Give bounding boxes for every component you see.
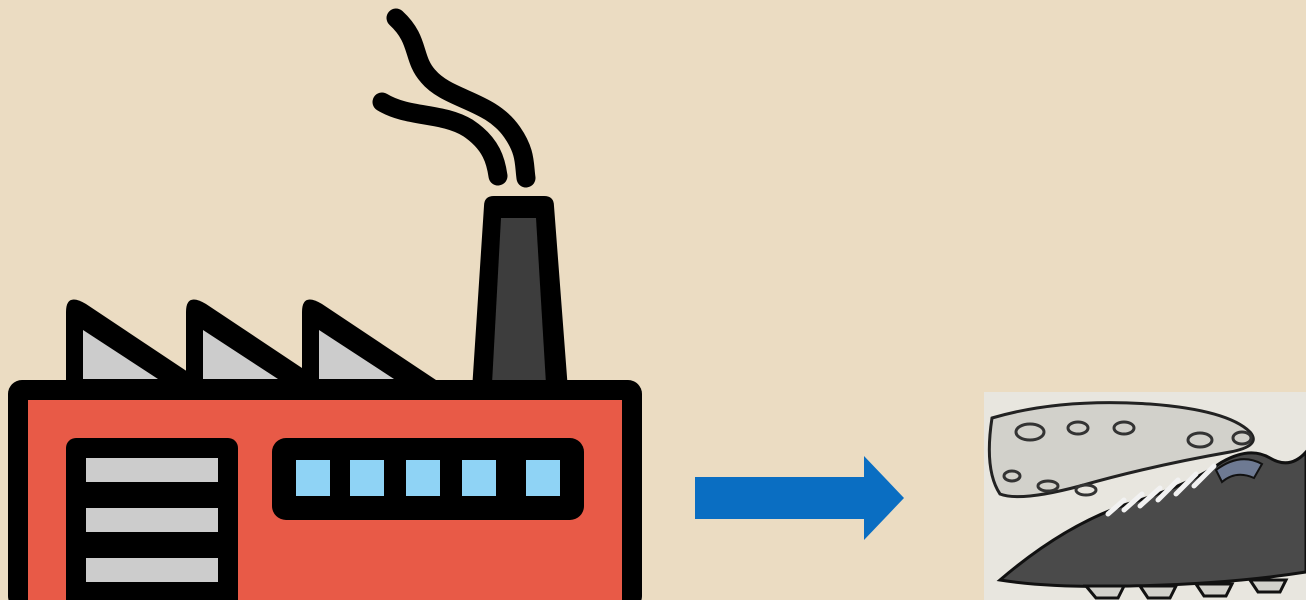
football-boots-icon [984, 392, 1306, 600]
chimney [472, 196, 568, 390]
factory-door [66, 438, 238, 600]
factory-windows [272, 438, 584, 520]
